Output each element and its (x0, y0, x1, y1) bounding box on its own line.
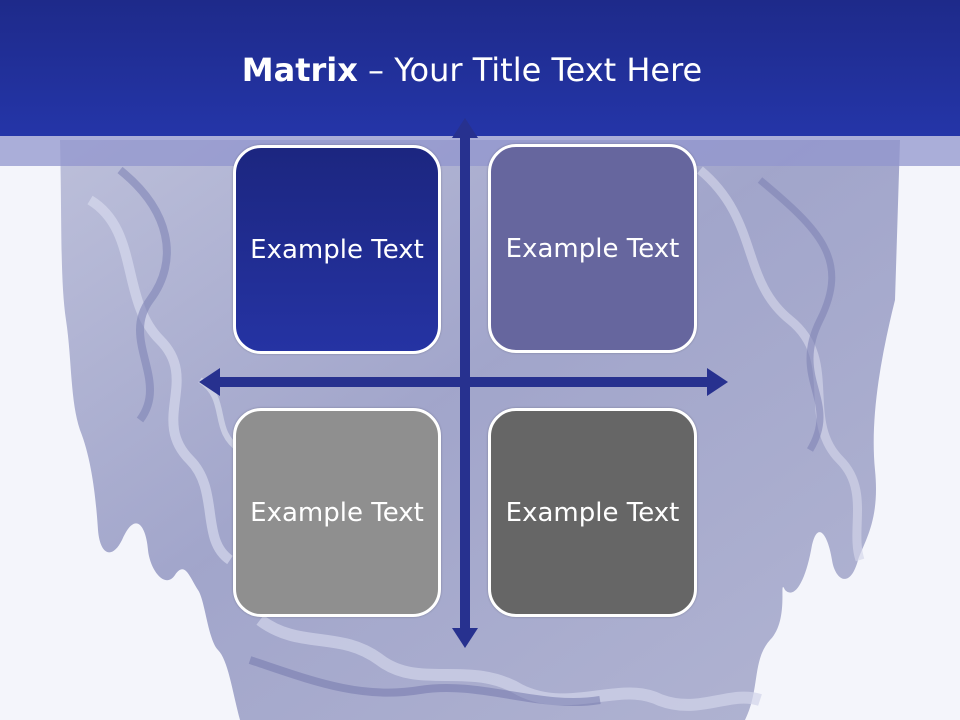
title-regular-part: – Your Title Text Here (357, 51, 703, 89)
cell-label: Example Text (250, 497, 424, 528)
cell-label: Example Text (250, 234, 424, 265)
title-bold-part: Matrix (241, 51, 358, 89)
matrix-cell-bottom-left[interactable]: Example Text (233, 408, 441, 617)
header-accent-strip (0, 136, 960, 166)
arrow-up-icon (452, 118, 478, 138)
header-band (0, 0, 960, 136)
cell-label: Example Text (505, 497, 680, 528)
matrix-cell-bottom-right[interactable]: Example Text (488, 408, 697, 617)
arrow-left-icon (199, 368, 220, 396)
slide-title: Matrix – Your Title Text Here (0, 46, 944, 94)
matrix-cell-top-right[interactable]: Example Text (488, 144, 697, 353)
horizontal-axis-line (212, 377, 714, 387)
cell-label: Example Text (505, 233, 680, 264)
arrow-down-icon (452, 628, 478, 648)
matrix-cell-top-left[interactable]: Example Text (233, 145, 441, 354)
arrow-right-icon (707, 368, 728, 396)
